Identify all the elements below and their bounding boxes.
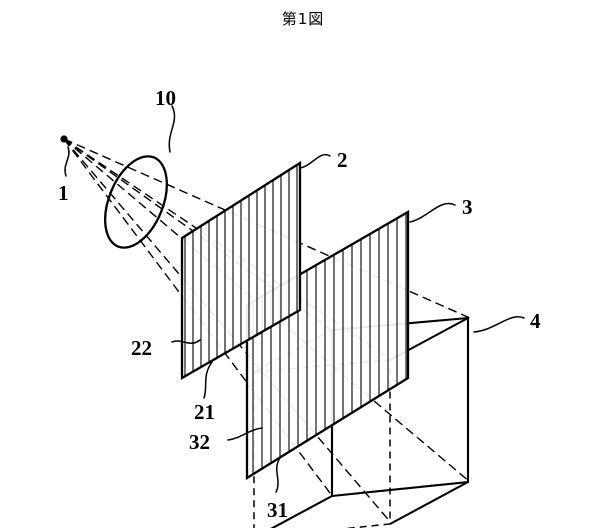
leader-22 xyxy=(171,339,201,344)
ref-label-31: 31 xyxy=(267,498,288,522)
leader-31 xyxy=(275,457,281,493)
lens-ellipse xyxy=(104,155,168,249)
ref-label-1: 1 xyxy=(58,181,69,205)
leader-21 xyxy=(203,361,213,399)
ref-label-21: 21 xyxy=(194,400,215,424)
ref-label-3: 3 xyxy=(462,195,473,219)
figure-title: 第1図 xyxy=(281,10,325,28)
leader-10 xyxy=(168,105,176,153)
ref-label-10: 10 xyxy=(155,86,176,110)
leader-1 xyxy=(64,146,70,177)
leader-lines xyxy=(64,105,525,493)
leader-2 xyxy=(299,153,331,169)
point-light-source xyxy=(60,135,68,143)
ref-label-22: 22 xyxy=(131,336,152,360)
leader-3 xyxy=(409,202,456,223)
ref-label-2: 2 xyxy=(337,148,348,172)
leader-32 xyxy=(227,427,263,441)
ref-label-32: 32 xyxy=(189,430,210,454)
ref-label-4: 4 xyxy=(530,309,541,333)
leader-4 xyxy=(473,316,525,333)
